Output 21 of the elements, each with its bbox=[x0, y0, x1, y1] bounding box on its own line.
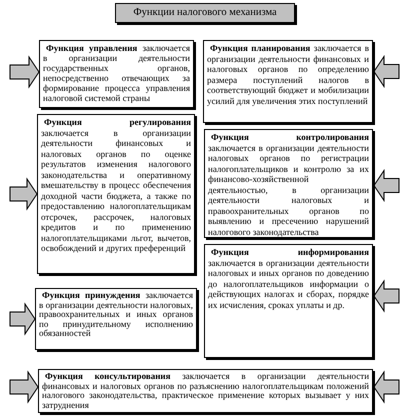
description-box bbox=[37, 114, 195, 274]
block-arrow bbox=[10, 55, 40, 89]
block-arrow bbox=[373, 279, 400, 313]
description-text: Функция консультирования заключается в организации деятельности финансовых и налоговых органов по разъяснению налогоплательщикам положений налогового законодательства, практическое применение которых вызывает у них затруднения bbox=[41, 370, 370, 412]
description-box bbox=[35, 288, 197, 350]
description-text: Функция принуждения заключается в организации деятельности налоговых, правоохранительных и иных органов по принудительному исполнению обязанностей bbox=[38, 289, 194, 340]
description-text: Функция планирования заключается в организации деятельности финансовых и налоговых органов по определению размера поступлений налогов в соответствующий бюджет и мобилизации усилий для увеличения этих поступлений bbox=[206, 42, 370, 108]
description-box bbox=[204, 244, 373, 358]
block-arrow bbox=[373, 54, 400, 88]
title-text: Функции налогового механизма bbox=[132, 6, 278, 20]
description-text: Функция управления заключается в организации деятельности государственных органов, непосредственно отвечающих за формирование процесса управления налоговой системой страны bbox=[42, 42, 191, 105]
block-arrow bbox=[373, 168, 400, 202]
description-text: Функция контролирования заключается в организации деятельности налоговых органов по регистрации налогоплательщиков и контролю за их финансово-хозяйственной деятельностью, в организации деятельности налоговых и правоохранительных органов по выявлению и пресечению нарушений налогового законодательства bbox=[207, 131, 370, 239]
description-box bbox=[203, 40, 373, 123]
block-arrow bbox=[373, 370, 400, 404]
description-text: Функция регулирования заключается в организации деятельности финансовых и налоговых органов по оценке результатов изменения налогового законодательства и оперативному вмешательству в процесс обеспечения доходной части бюджета, а также по предоставлению налогоплательщикам отсрочек, рассрочек, налоговых кредитов и по применению налогоплательщиками льгот, вычетов, освобождений и других преференций bbox=[40, 116, 192, 255]
block-arrow bbox=[10, 177, 38, 211]
block-arrow bbox=[10, 370, 39, 404]
block-arrow bbox=[10, 302, 36, 336]
description-text: Функция информирования заключается в организации деятельности налоговых и иных органов по доведению до налогоплательщиков информации о действующих налогах и сборах, порядке их исчисления, сроках уплаты и др. bbox=[207, 246, 370, 312]
title-box bbox=[115, 3, 295, 23]
